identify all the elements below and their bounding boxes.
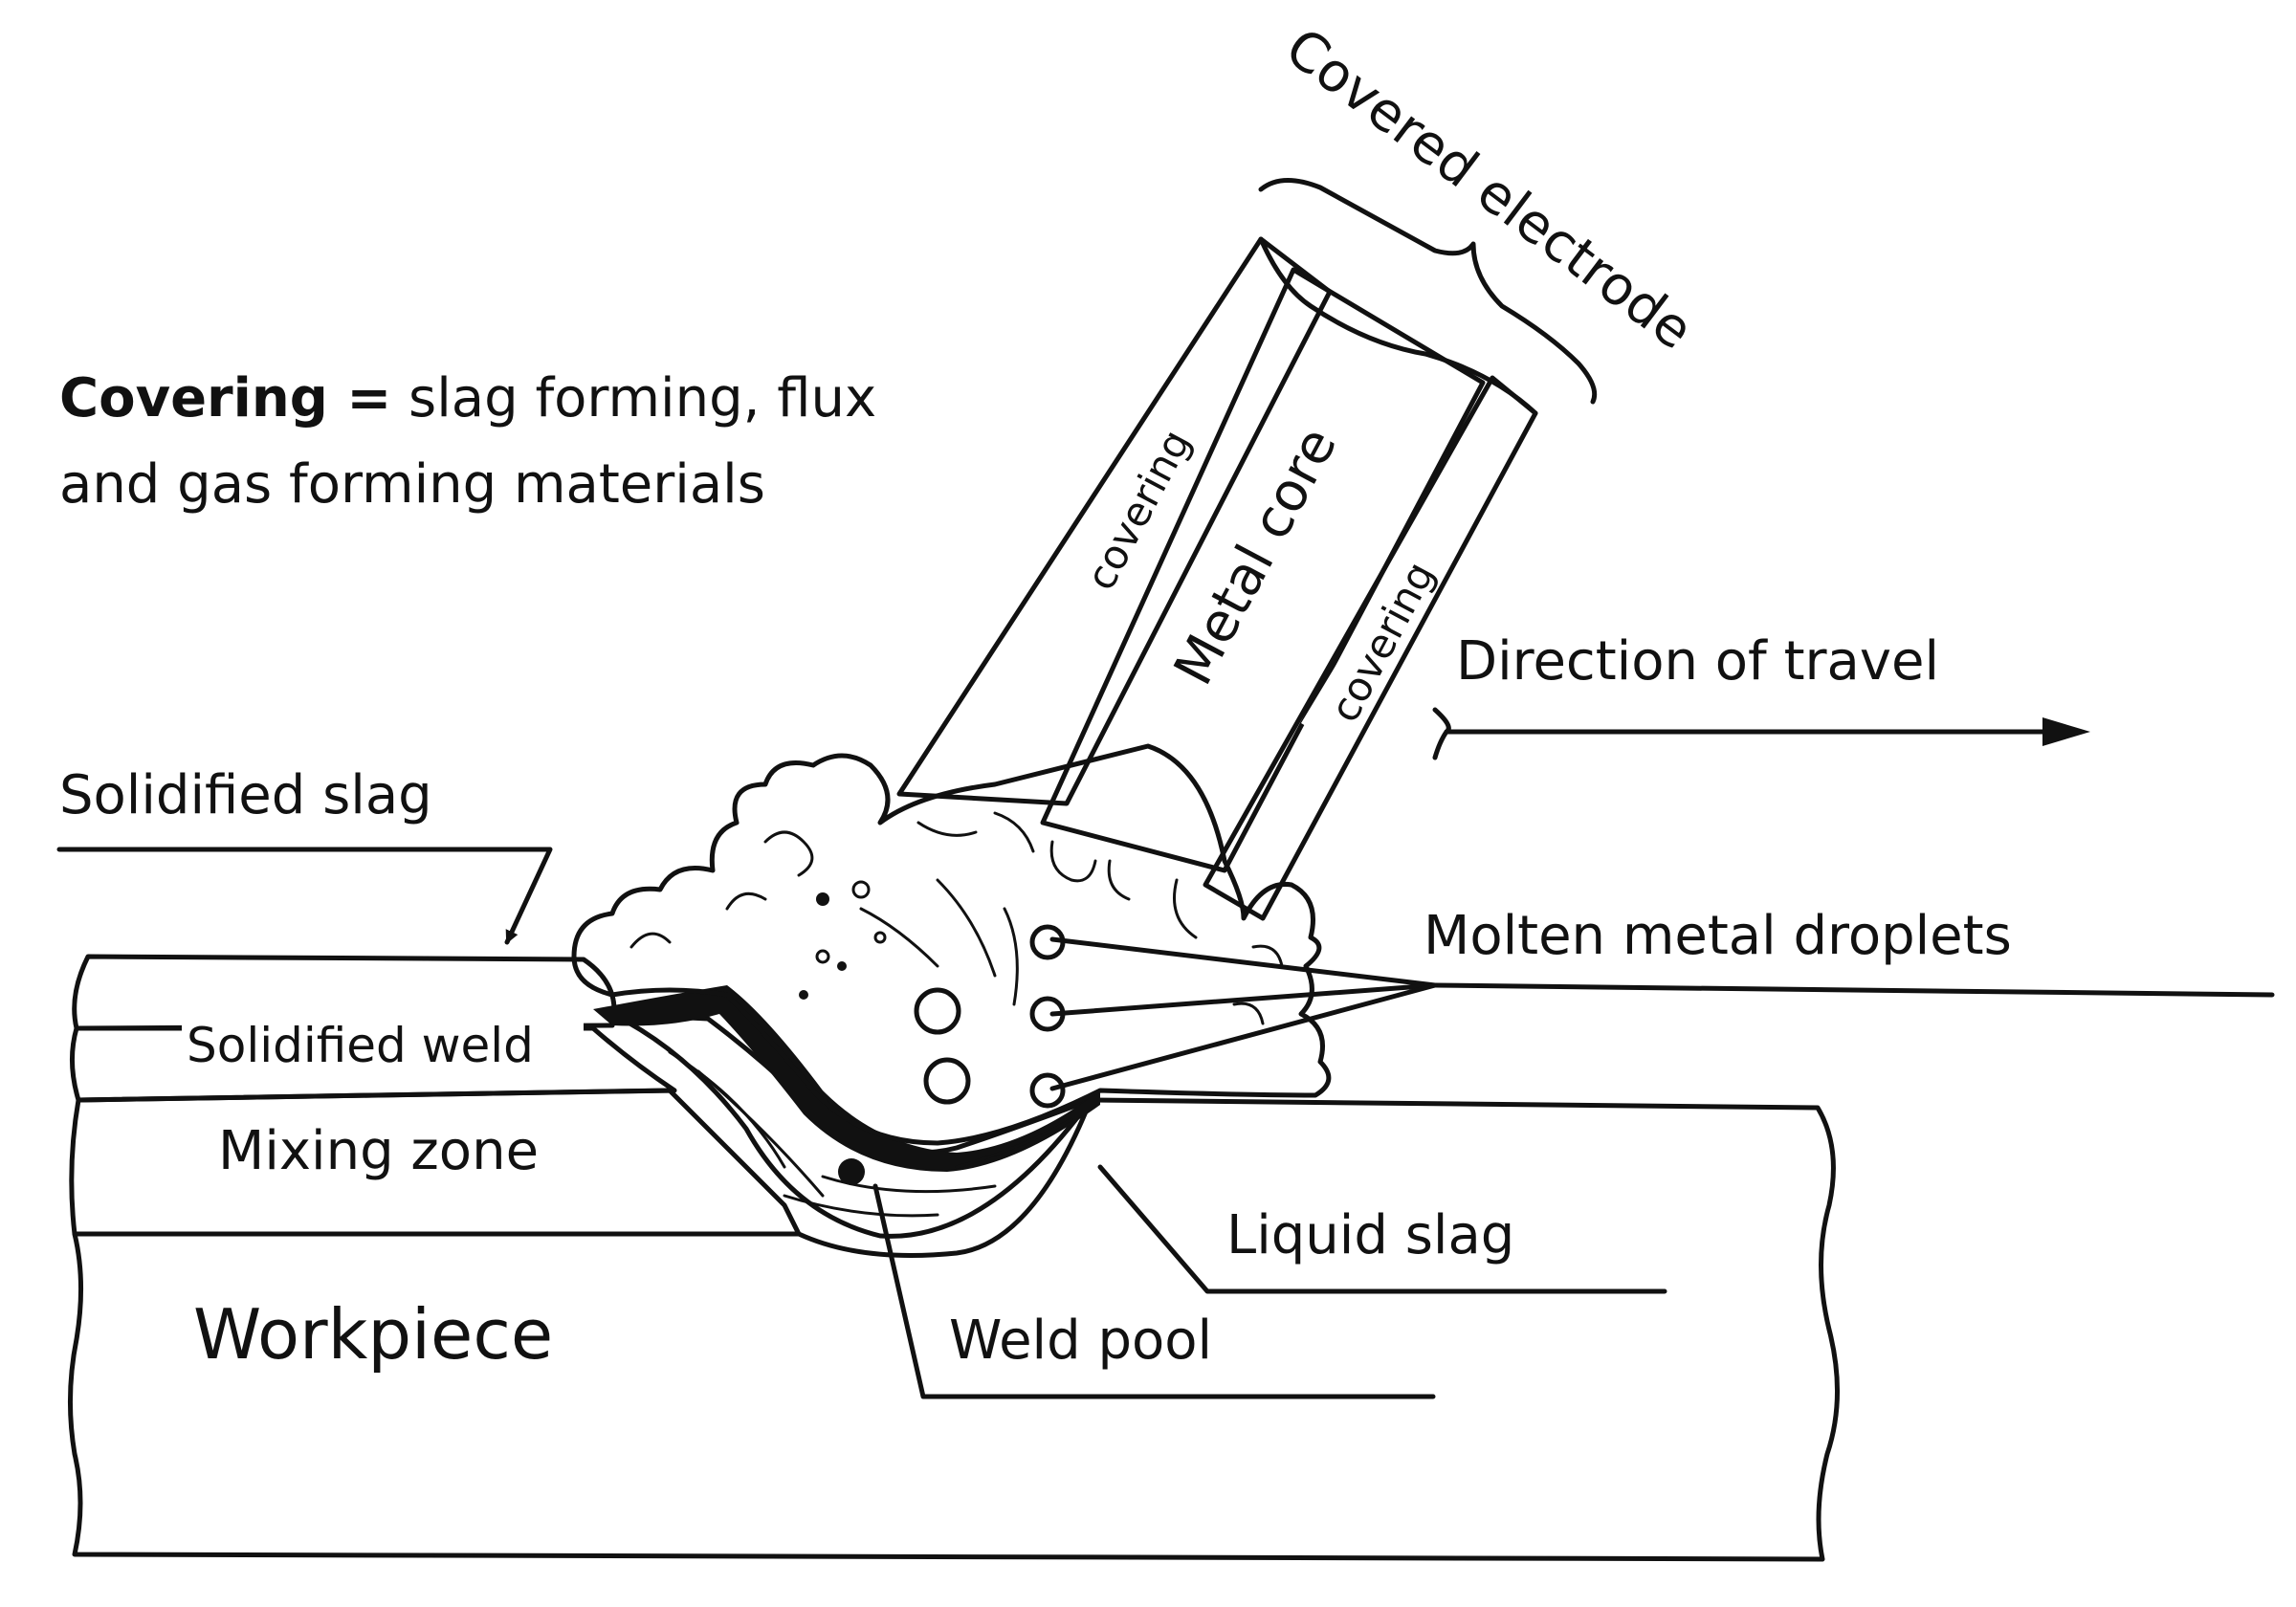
electrode-brace xyxy=(1258,177,1598,405)
label-covering-right: covering xyxy=(1321,554,1445,729)
label-solidified-weld: Solidified weld xyxy=(187,1018,534,1073)
direction-arrow xyxy=(1432,707,2090,760)
label-molten-metal-droplets: Molten metal droplets xyxy=(1424,905,2012,967)
note-bold: Covering = xyxy=(59,367,391,429)
label-liquid-slag: Liquid slag xyxy=(1226,1204,1514,1266)
workpiece xyxy=(67,1097,1840,1562)
solidified-weld-layer xyxy=(69,1025,677,1103)
note-line1: slag forming, flux xyxy=(391,367,876,429)
arc-slag-blob xyxy=(571,743,1332,1146)
covered-electrode xyxy=(896,236,1538,921)
weld-pool-dot xyxy=(838,1158,865,1185)
molten-droplets xyxy=(914,924,1066,1109)
label-direction-of-travel: Direction of travel xyxy=(1456,630,1939,693)
label-covering-left: covering xyxy=(1077,422,1201,597)
note-line2: and gas forming materials xyxy=(59,453,765,516)
leader-lines xyxy=(56,847,2275,1399)
weld-pool-dark-band xyxy=(593,985,1100,1172)
arc-slag-texture xyxy=(629,811,1284,1025)
note-text: Covering = slag forming, flux xyxy=(59,367,876,429)
mixing-zone xyxy=(69,1088,802,1237)
metal-core xyxy=(1040,267,1486,873)
solidified-weld-label-bg xyxy=(182,1017,584,1076)
label-solidified-slag: Solidified slag xyxy=(59,764,432,826)
mixing-zone-label-bg xyxy=(215,1124,593,1181)
label-weld-pool: Weld pool xyxy=(949,1310,1212,1372)
label-mixing-zone: Mixing zone xyxy=(218,1120,539,1182)
covering-left xyxy=(896,236,1333,806)
label-workpiece: Workpiece xyxy=(193,1294,553,1375)
label-covered-electrode: Covered electrode xyxy=(1274,16,1704,362)
weld-pool-streaks xyxy=(668,1050,1073,1218)
